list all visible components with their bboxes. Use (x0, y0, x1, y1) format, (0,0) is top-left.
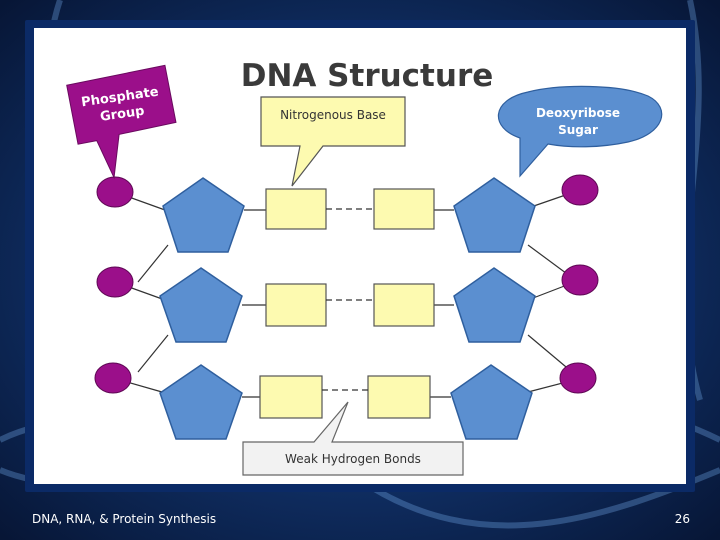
base-rect (259, 375, 323, 419)
backbone-line (137, 244, 169, 283)
base-rect (373, 283, 435, 327)
sugar-pentagon (159, 364, 243, 440)
sugar-callout: Deoxyribose Sugar (497, 85, 663, 178)
base-rect (265, 188, 327, 230)
phosphate-circle (561, 174, 599, 206)
phosphate-callout: Phosphate Group (66, 64, 177, 180)
hydrogen-bond-lines (322, 208, 374, 391)
backbone-line (137, 334, 169, 373)
sugar-pentagons (159, 177, 536, 440)
base-callout-label: Nitrogenous Base (280, 108, 386, 122)
phosphate-callout-line2: Group (99, 104, 145, 125)
phosphate-circle (559, 362, 597, 394)
sugar-pentagon (453, 267, 536, 343)
footer-page-number: 26 (674, 512, 690, 526)
bonds-callout-label: Weak Hydrogen Bonds (285, 452, 421, 466)
sugar-base-links (242, 209, 454, 398)
base-rect (265, 283, 327, 327)
sugar-callout-line2: Sugar (558, 123, 598, 137)
phosphate-circle (96, 176, 134, 208)
bonds-callout: Weak Hydrogen Bonds (242, 401, 464, 476)
phosphate-circle (561, 264, 599, 296)
phosphate-circle (96, 266, 134, 298)
base-rect (373, 188, 435, 230)
sugar-pentagon (159, 267, 243, 343)
diagram-title: DNA Structure (241, 58, 494, 94)
sugar-callout-line1: Deoxyribose (536, 106, 620, 120)
base-rectangles (259, 188, 435, 419)
phosphate-groups (94, 174, 599, 394)
base-callout: Nitrogenous Base (260, 96, 406, 187)
sugar-pentagon (453, 177, 536, 253)
sugar-pentagon (162, 177, 245, 253)
base-rect (367, 375, 431, 419)
footer-presentation-title: DNA, RNA, & Protein Synthesis (32, 512, 217, 526)
sugar-pentagon (450, 364, 533, 440)
phosphate-circle (94, 362, 132, 394)
